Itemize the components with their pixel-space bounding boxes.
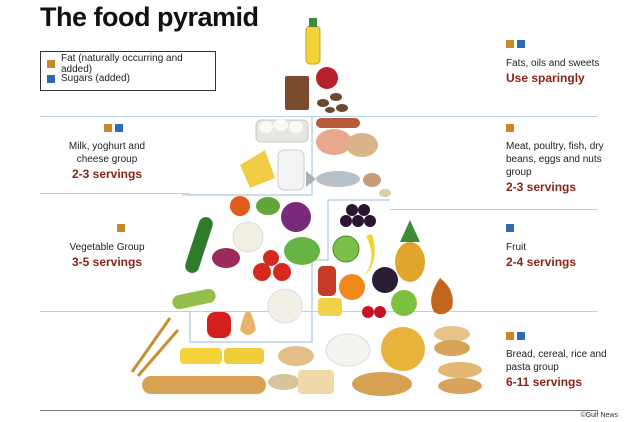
meat-icon [316, 129, 352, 155]
group-bread-name: Bread, cereal, rice and pasta group [506, 349, 607, 373]
meat-indicators [506, 124, 517, 132]
fats-indicators [506, 40, 528, 48]
divider-tier-1 [40, 116, 598, 117]
group-meat-label: Meat, poultry, fish, dry beans, eggs and… [506, 140, 616, 195]
legend-fat-label: Fat (naturally occurring and added) [61, 52, 183, 75]
page-title: The food pyramid [40, 2, 259, 32]
milk-carton-icon [277, 149, 305, 191]
cake-icon [285, 76, 309, 110]
kiwi-icon [332, 235, 360, 263]
tomatoes-icon [253, 250, 291, 281]
cauliflower-icon [267, 288, 303, 324]
nuts-icon [317, 93, 348, 113]
strawberries-icon [318, 266, 336, 296]
cracker-icon [278, 346, 314, 366]
bread-indicators [506, 332, 528, 340]
group-bread-label: Bread, cereal, rice and pasta group 6-11… [506, 348, 616, 390]
fat-indicator-icon [506, 40, 514, 48]
bread-loaf-icon [352, 372, 412, 396]
baguette-icon [142, 376, 266, 394]
pear-icon [431, 278, 453, 315]
sausage-icon [316, 118, 360, 128]
bread-slices-icon [298, 370, 334, 394]
group-fats-servings: Use sparingly [506, 71, 585, 85]
fat-indicator-icon [117, 224, 125, 232]
sugar-indicator-icon [506, 224, 514, 232]
group-vegetable-servings: 3-5 servings [71, 255, 143, 269]
legend-fat: Fat (naturally occurring and added) [47, 53, 209, 75]
lettuce-icon [284, 237, 320, 265]
group-milk-servings: 2-3 servings [71, 167, 143, 181]
divider-tier-2-right [390, 209, 598, 210]
group-milk-name: Milk, yoghurt and cheese group [68, 141, 146, 165]
group-milk-label: Milk, yoghurt and cheese group 2-3 servi… [52, 140, 162, 182]
beans-icon [379, 189, 391, 197]
lemon-icon [318, 298, 342, 316]
sugar-indicator-icon [517, 40, 525, 48]
legend: Fat (naturally occurring and added) Suga… [40, 51, 216, 91]
legend-sugar-label: Sugars (added) [61, 73, 130, 84]
grapes-icon [340, 204, 376, 227]
fat-indicator-icon [506, 332, 514, 340]
noodles-icon [180, 348, 222, 364]
credit: ©Gulf News [580, 412, 618, 419]
fat-swatch-icon [47, 59, 55, 68]
divider-tier-2-left [40, 193, 190, 194]
corn-icon [172, 288, 216, 310]
banana-icon [364, 234, 375, 276]
red-pepper-icon [207, 312, 231, 338]
group-fats-label: Fats, oils and sweets Use sparingly [506, 57, 616, 86]
milk-indicators [104, 124, 126, 132]
buns-icon [438, 362, 482, 394]
group-meat-name: Meat, poultry, fish, dry beans, eggs and… [506, 141, 604, 178]
group-vegetable-label: Vegetable Group 3-5 servings [52, 241, 162, 270]
legend-sugar: Sugars (added) [47, 71, 209, 86]
blackberries-icon [372, 267, 398, 293]
sugar-swatch-icon [47, 74, 55, 83]
baseline [40, 410, 598, 411]
sugar-indicator-icon [115, 124, 123, 132]
onion-icon [212, 248, 240, 268]
group-fruit-name: Fruit [506, 242, 526, 253]
chicken-icon [346, 133, 378, 157]
fat-indicator-icon [104, 124, 112, 132]
sugar-indicator-icon [517, 332, 525, 340]
grains-icon [268, 374, 300, 390]
chicken-leg-icon [363, 173, 381, 187]
oil-bottle-icon [305, 18, 321, 65]
berries-icon [316, 67, 338, 89]
orange-pepper-icon [230, 196, 250, 216]
pasta-icon [224, 348, 264, 364]
group-fruit-servings: 2-4 servings [506, 255, 577, 269]
pineapple-icon [395, 220, 425, 282]
group-vegetable-name: Vegetable Group [69, 242, 145, 253]
fish-icon [306, 171, 360, 187]
cheese-icon [240, 150, 275, 188]
semolina-icon [381, 327, 425, 371]
bread-rolls-icon [434, 326, 470, 356]
group-meat-servings: 2-3 servings [506, 180, 577, 194]
rice-icon [325, 333, 371, 367]
cucumber-icon [185, 217, 213, 273]
cabbage-icon [281, 202, 311, 232]
orange-icon [339, 274, 365, 300]
apple-icon [391, 290, 417, 316]
squash-icon [240, 311, 256, 335]
eggs-icon [255, 119, 309, 143]
group-fats-name: Fats, oils and sweets [506, 58, 600, 69]
beans-pod-icon [256, 197, 280, 215]
group-fruit-label: Fruit 2-4 servings [506, 241, 616, 270]
fat-indicator-icon [506, 124, 514, 132]
cherries-icon [362, 306, 386, 318]
group-bread-servings: 6-11 servings [506, 375, 583, 389]
wheat-icon [130, 317, 180, 377]
fruit-indicators [506, 224, 517, 232]
garlic-icon [232, 221, 264, 253]
vegetable-indicators [117, 224, 128, 232]
